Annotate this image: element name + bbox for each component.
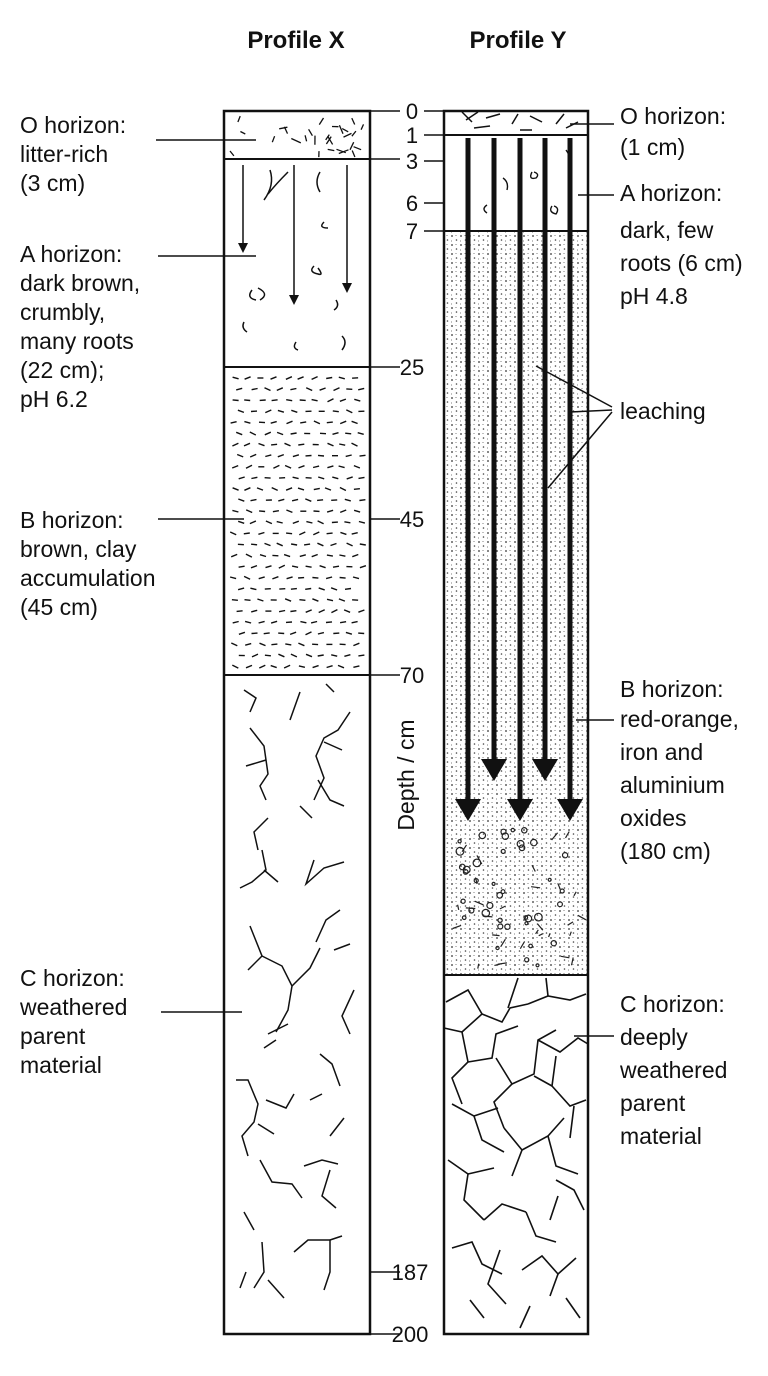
- tick-25: 25: [400, 355, 424, 380]
- svg-text:roots (6 cm): roots (6 cm): [620, 250, 743, 276]
- label-y-o: O horizon: (1 cm): [620, 103, 726, 160]
- svg-text:accumulation: accumulation: [20, 565, 156, 591]
- depth-axis-label: Depth / cm: [393, 719, 419, 830]
- label-y-c: C horizon: deeply weathered parent mater…: [619, 991, 727, 1149]
- tick-187: 187: [392, 1260, 429, 1285]
- svg-text:material: material: [20, 1052, 102, 1078]
- label-x-o: O horizon: litter-rich (3 cm): [20, 112, 126, 196]
- leaching-leaders: [535, 365, 613, 489]
- profile-x-c-horizon: [236, 683, 355, 1299]
- tick-45: 45: [400, 507, 424, 532]
- label-x-b: B horizon: brown, clay accumulation (45 …: [20, 507, 156, 620]
- svg-text:brown, clay: brown, clay: [20, 536, 137, 562]
- depth-tick-labels: 0 1 3 6 7 25 45 70 187 200: [392, 99, 429, 1347]
- profile-x-o-horizon: [229, 115, 365, 158]
- profile-y-column: [442, 109, 590, 1336]
- profile-y-o-horizon: [461, 111, 579, 131]
- svg-text:red-orange,: red-orange,: [620, 706, 739, 732]
- svg-text:dark, few: dark, few: [620, 217, 714, 243]
- svg-text:material: material: [620, 1123, 702, 1149]
- svg-text:B horizon:: B horizon:: [620, 676, 724, 702]
- svg-text:(180 cm): (180 cm): [620, 838, 711, 864]
- profile-x-title: Profile X: [247, 27, 344, 54]
- svg-text:litter-rich: litter-rich: [20, 141, 108, 167]
- svg-text:weathered: weathered: [19, 994, 127, 1020]
- tick-1: 1: [406, 123, 418, 148]
- tick-70: 70: [400, 663, 424, 688]
- svg-text:(3 cm): (3 cm): [20, 170, 85, 196]
- svg-text:C horizon:: C horizon:: [620, 991, 725, 1017]
- svg-text:crumbly,: crumbly,: [20, 299, 105, 325]
- svg-text:dark brown,: dark brown,: [20, 270, 140, 296]
- profile-y-title: Profile Y: [470, 27, 567, 54]
- profile-x-column: [222, 109, 372, 1336]
- label-y-a: A horizon: dark, few roots (6 cm) pH 4.8: [620, 180, 743, 309]
- tick-6: 6: [406, 191, 418, 216]
- profile-y-c-horizon: [443, 977, 589, 1329]
- tick-0: 0: [406, 99, 418, 124]
- svg-text:oxides: oxides: [620, 805, 686, 831]
- svg-text:parent: parent: [20, 1023, 86, 1049]
- svg-text:pH 6.2: pH 6.2: [20, 386, 88, 412]
- profile-y-b-nodules: [452, 826, 587, 969]
- svg-text:C horizon:: C horizon:: [20, 965, 125, 991]
- profile-y-labels: O horizon: (1 cm) A horizon: dark, few r…: [535, 103, 743, 1149]
- label-y-b: B horizon: red-orange, iron and aluminiu…: [620, 676, 739, 864]
- tick-3: 3: [406, 149, 418, 174]
- leaching-arrows: [455, 138, 583, 821]
- svg-text:aluminium: aluminium: [620, 772, 725, 798]
- label-leaching: leaching: [620, 398, 706, 424]
- svg-text:(45 cm): (45 cm): [20, 594, 98, 620]
- profile-x-b-horizon: [229, 375, 367, 669]
- svg-text:deeply: deeply: [620, 1024, 688, 1050]
- svg-text:pH 4.8: pH 4.8: [620, 283, 688, 309]
- svg-text:B horizon:: B horizon:: [20, 507, 124, 533]
- svg-text:A horizon:: A horizon:: [20, 241, 122, 267]
- depth-axis: [370, 110, 444, 1335]
- svg-text:A horizon:: A horizon:: [620, 180, 722, 206]
- svg-text:O horizon:: O horizon:: [620, 103, 726, 129]
- svg-text:iron and: iron and: [620, 739, 703, 765]
- svg-text:(1 cm): (1 cm): [620, 134, 685, 160]
- svg-text:O horizon:: O horizon:: [20, 112, 126, 138]
- svg-text:(22 cm);: (22 cm);: [20, 357, 104, 383]
- profile-x-labels: O horizon: litter-rich (3 cm) A horizon:…: [19, 112, 256, 1078]
- svg-text:weathered: weathered: [619, 1057, 727, 1083]
- svg-text:many roots: many roots: [20, 328, 134, 354]
- label-x-a: A horizon: dark brown, crumbly, many roo…: [20, 241, 140, 412]
- tick-200: 200: [392, 1322, 429, 1347]
- svg-text:parent: parent: [620, 1090, 686, 1116]
- profile-x-a-horizon: [238, 165, 352, 351]
- label-x-c: C horizon: weathered parent material: [19, 965, 127, 1078]
- tick-7: 7: [406, 219, 418, 244]
